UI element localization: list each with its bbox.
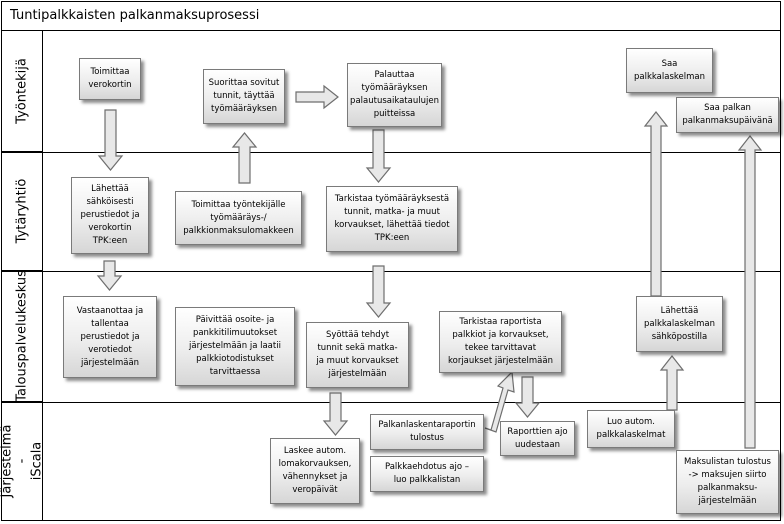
box-saa-palkkalaskelman: Saa palkkalaskelman	[626, 48, 713, 93]
box-palauttaa-tyomaarayksen: Palauttaa työmääräyksen palautusaikataul…	[347, 63, 442, 127]
arrow-up-lomake	[231, 132, 258, 184]
arrow-down-tarkistaa	[365, 265, 392, 318]
arrow-up-maksulista	[737, 135, 763, 449]
box-paivittaa-osoitemuutokset: Päivittää osoite- ja pankkitilimuutokset…	[175, 307, 295, 386]
box-laskee-autom: Laskee autom. lomakorvauksen, vähennykse…	[270, 438, 360, 504]
lane-label-cell-jarjestelma: Järjestelmä - iScala	[0, 402, 45, 521]
box-syottaa-tunnit: Syöttää tehdyt tunnit sekä matka- ja muu…	[306, 322, 409, 388]
box-tarkistaa-tyomaarayksesta: Tarkistaa työmääräyksestä tunnit, matka-…	[326, 186, 458, 252]
arrow-down-syottaa	[322, 392, 349, 436]
arrow-up-palkkalaskelma	[643, 111, 669, 297]
arrow-up-luo	[659, 355, 685, 411]
arrow-down-verokortti	[97, 109, 124, 171]
lane-divider-3	[1, 402, 781, 403]
lane-label-cell-tyontekija: Työntekijä	[1, 31, 43, 152]
box-luo-autom-palkkalaskelmat: Luo autom. palkkalaskelmat	[587, 410, 675, 448]
box-raporttien-ajo: Raporttien ajo uudestaan	[500, 421, 575, 456]
box-tarkistaa-raportista: Tarkistaa raportista palkkiot ja korvauk…	[439, 311, 562, 373]
box-lahettaa-sahkoisesti: Lähettää sähköisesti perustiedot ja vero…	[71, 177, 149, 254]
arrow-down-lahettaa	[96, 260, 123, 291]
box-toimittaa-verokortin: Toimittaa verokortin	[79, 58, 141, 100]
box-maksulistan-tulostus: Maksulistan tulostus -> maksujen siirto …	[676, 450, 779, 514]
arrow-right-suorittaa	[295, 84, 339, 110]
diagram-title: Tuntipalkkaisten palkanmaksuprosessi	[10, 8, 260, 23]
box-palkanlaskentaraportin-tulostus: Palkanlaskentaraportin tulostus	[370, 414, 484, 450]
box-vastaanottaa-tallentaa: Vastaanottaa ja tallentaa perustiedot ja…	[63, 296, 157, 378]
box-toimittaa-lomakkeen: Toimittaa työntekijälle työmääräys-/ pal…	[175, 191, 302, 245]
arrow-down-raportti	[514, 376, 541, 418]
box-palkkaehdotus-ajo: Palkkaehdotus ajo – luo palkkalistan	[370, 456, 484, 492]
box-lahettaa-palkkalaskelman: Lähettää palkkalaskelman sähköpostilla	[636, 296, 723, 352]
box-saa-palkan: Saa palkan palkanmaksupäivänä	[676, 97, 779, 133]
title-bar: Tuntipalkkaisten palkanmaksuprosessi	[1, 1, 781, 31]
lane-divider-1	[1, 152, 781, 153]
box-suorittaa-sovitut-tunnit: Suorittaa sovitut tunnit, täyttää työmää…	[203, 69, 285, 124]
lane-divider-2	[1, 271, 781, 272]
lane-label-cell-tytaryhtio: Tytäryhtiö	[1, 152, 43, 271]
lane-label-cell-talouspalvelukeskus: Talouspalvelukeskus	[1, 270, 43, 402]
arrow-down-palauttaa	[365, 129, 392, 183]
